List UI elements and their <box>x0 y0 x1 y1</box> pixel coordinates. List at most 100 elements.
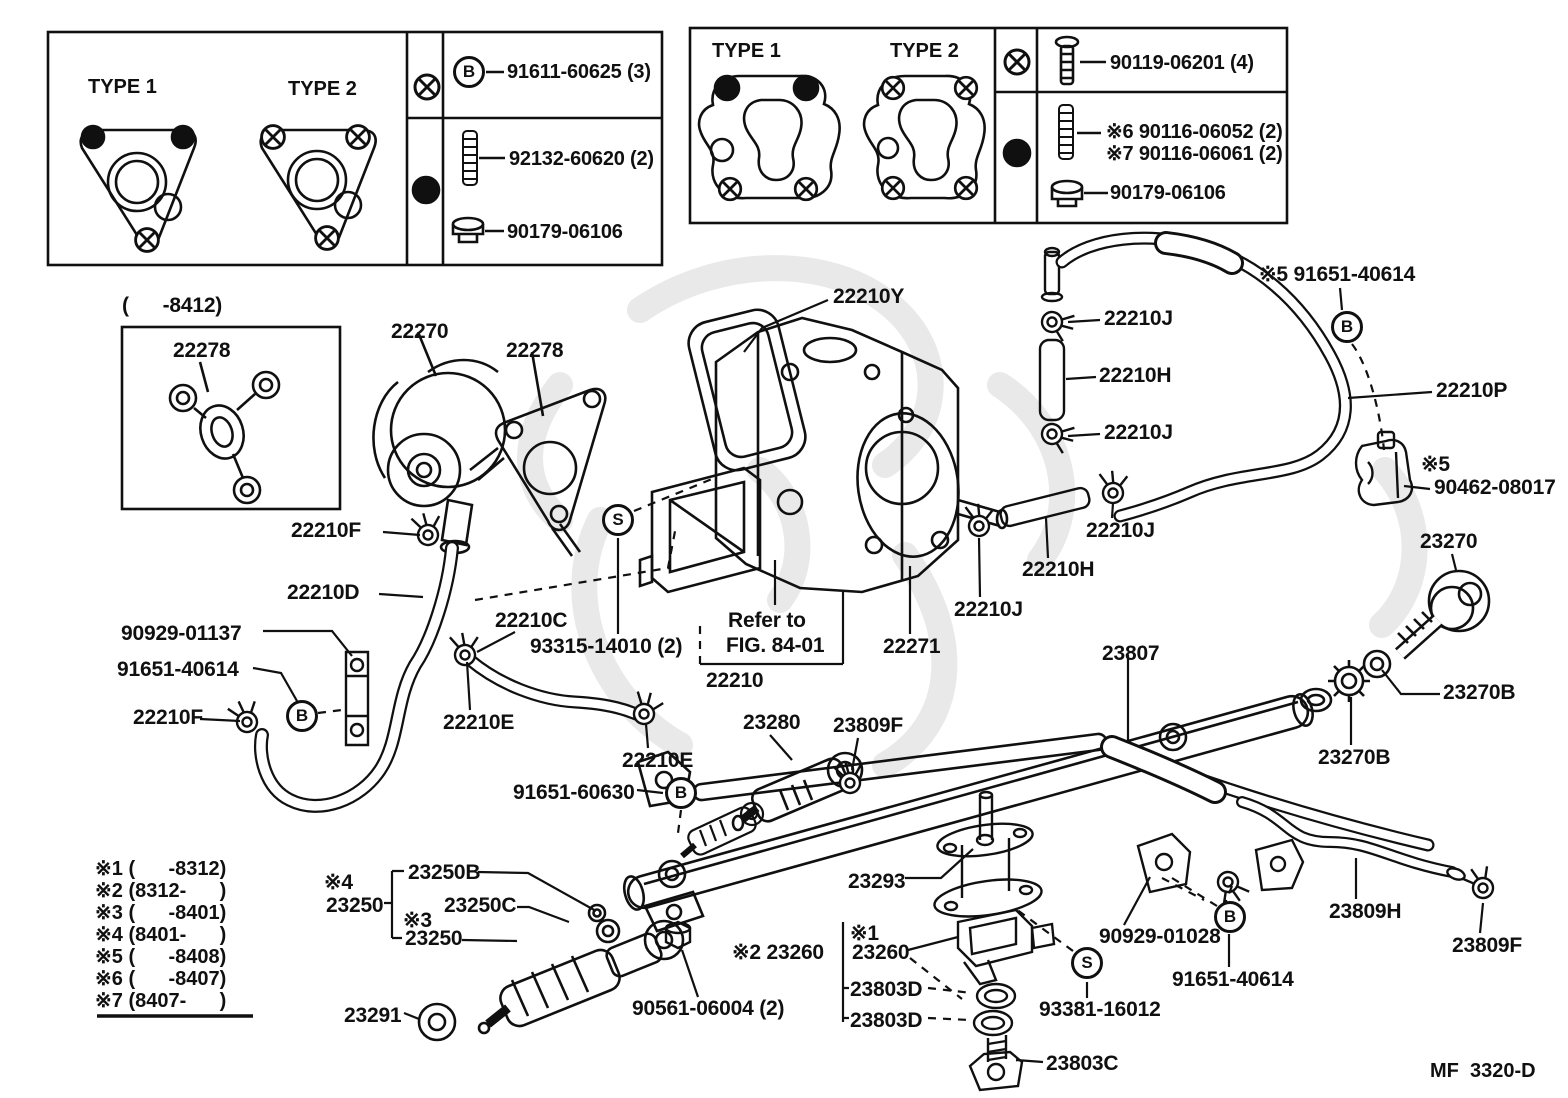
part-number-90116-06061: ※7 90116-06061 (2) <box>1106 143 1283 165</box>
part-label-22210h-mid: 22210H <box>1022 558 1095 581</box>
legend-item-4: ※4 (8401- ) <box>95 924 227 946</box>
hose-22210d-drawing <box>253 541 459 813</box>
part-label-91651-40614-left: 91651-40614 <box>117 658 239 681</box>
figure-code: MF 3320-D <box>1430 1060 1536 1082</box>
part-label-91651-40614-right: 91651-40614 <box>1172 968 1294 991</box>
part-label-23803d-1: 23803D <box>850 978 923 1001</box>
part-number-90116-06052: ※6 90116-06052 (2) <box>1106 121 1283 143</box>
part-label-23270b-low: 23270B <box>1318 746 1391 769</box>
box-left-type1-label: TYPE 1 <box>88 76 157 98</box>
part-label-22210c: 22210C <box>495 609 568 632</box>
pressure-regulator-drawing <box>1299 569 1491 713</box>
part-label-22210p: 22210P <box>1436 379 1508 402</box>
part-label-93315-14010: 93315-14010 (2) <box>530 635 683 658</box>
circled-s-symbol: S <box>602 504 634 536</box>
part-label-inset-range: ( -8412) <box>122 294 223 317</box>
carburetor-drawing <box>638 298 1009 666</box>
part-label-22278: 22278 <box>506 339 564 362</box>
circled-b-symbol: B <box>453 56 485 88</box>
fuel-rail-drawing <box>622 693 1314 933</box>
part-label-note2-23260: ※2 23260 <box>732 941 824 964</box>
part-label-23270: 23270 <box>1420 530 1478 553</box>
part-label-90929-01028: 90929-01028 <box>1099 925 1221 948</box>
part-label-note3: ※3 <box>403 909 432 932</box>
part-label-22210j-tr1: 22210J <box>1104 307 1173 330</box>
hose-22210c-drawing <box>463 653 650 724</box>
part-label-23250-main: 23250 <box>326 894 384 917</box>
box-right-type2-label: TYPE 2 <box>890 40 959 62</box>
part-label-23260: 23260 <box>852 941 910 964</box>
return-pipe-drawing <box>1100 735 1435 852</box>
inset-box-8412 <box>120 325 342 511</box>
part-label-22271: 22271 <box>883 635 941 658</box>
legend-item-3: ※3 ( -8401) <box>95 902 227 924</box>
part-label-90462-08017: 90462-08017 <box>1434 476 1556 499</box>
box-right-type1-label: TYPE 1 <box>712 40 781 62</box>
part-label-22210j-mid-l: 22210J <box>954 598 1023 621</box>
rail-injector-drawing <box>680 801 765 859</box>
part-label-23809f-mid: 23809F <box>833 714 904 737</box>
union-valve-drawing <box>664 790 1056 1092</box>
circled-b-symbol: B <box>286 700 318 732</box>
circled-s-symbol: S <box>1071 947 1103 979</box>
box-left-type2-label: TYPE 2 <box>288 78 357 100</box>
hose-22210p-drawing <box>1055 231 1352 523</box>
clamp-90462-drawing <box>1354 430 1414 507</box>
part-label-22210f-top: 22210F <box>291 519 362 542</box>
part-label-22210e-left: 22210E <box>443 711 515 734</box>
part-label-22210y: 22210Y <box>833 285 905 308</box>
part-label-23293: 23293 <box>848 870 906 893</box>
injector-23250-drawing <box>417 903 685 1042</box>
part-number-92132-60620: 92132-60620 (2) <box>509 148 654 170</box>
part-label-90929-01137: 90929-01137 <box>121 622 242 645</box>
tube-22210h-top-drawing <box>1038 246 1066 422</box>
circled-b-symbol: B <box>1331 311 1363 343</box>
parts-box-left <box>46 30 664 267</box>
part-label-90561-06004: 90561-06004 (2) <box>632 997 785 1020</box>
tube-22210h-mid-drawing <box>999 486 1091 528</box>
part-number-90179-06106-right: 90179-06106 <box>1110 182 1226 204</box>
part-label-93381-16012: 93381-16012 <box>1039 998 1161 1021</box>
part-label-22210j-tr2: 22210J <box>1104 421 1173 444</box>
circled-b-symbol: B <box>1214 901 1246 933</box>
part-label-23803c: 23803C <box>1046 1052 1119 1075</box>
part-label-23270b-right: 23270B <box>1443 681 1516 704</box>
part-label-note5-clamp: ※5 <box>1421 453 1450 476</box>
part-label-23809h: 23809H <box>1329 900 1402 923</box>
hose-23809h-drawing <box>1236 796 1466 881</box>
part-label-22210h-tr: 22210H <box>1099 364 1172 387</box>
part-label-23291: 23291 <box>344 1004 402 1027</box>
part-label-22278-inset: 22278 <box>173 339 231 362</box>
part-label-note4: ※4 <box>324 871 353 894</box>
hose-bracket-drawing <box>344 650 370 747</box>
part-label-23250c: 23250C <box>444 894 517 917</box>
legend-item-6: ※6 ( -8407) <box>95 968 227 990</box>
legend-item-5: ※5 ( -8408) <box>95 946 227 968</box>
part-number-91611-60625: 91611-60625 (3) <box>507 61 651 83</box>
part-label-91651-60630: 91651-60630 <box>513 781 635 804</box>
part-label-23807: 23807 <box>1102 642 1160 665</box>
part-label-23250b: 23250B <box>408 861 481 884</box>
legend-item-2: ※2 (8312- ) <box>95 880 227 902</box>
part-label-refer-line2: FIG. 84-01 <box>726 634 825 657</box>
part-label-22210: 22210 <box>706 669 764 692</box>
part-number-90119-06201: 90119-06201 (4) <box>1110 52 1254 74</box>
part-label-22210d: 22210D <box>287 581 360 604</box>
parts-box-right <box>688 26 1289 225</box>
production-date-legend: ※1 ( -8312)※2 (8312- )※3 ( -8401)※4 (840… <box>95 858 226 1012</box>
part-label-23803d-2: 23803D <box>850 1009 923 1032</box>
part-label-22210e-right: 22210E <box>622 749 694 772</box>
part-label-22210f-bottom: 22210F <box>133 706 204 729</box>
part-label-22210j-mid-r: 22210J <box>1086 519 1155 542</box>
part-label-22270: 22270 <box>391 320 449 343</box>
part-label-23280: 23280 <box>743 711 801 734</box>
air-pump-drawing <box>372 331 607 557</box>
rail-bracket-drawing <box>1136 832 1305 894</box>
leader-lines <box>97 287 1485 1064</box>
part-label-23809f-low: 23809F <box>1452 934 1523 957</box>
part-label-refer-line1: Refer to <box>728 609 806 632</box>
part-label-note1: ※1 <box>850 922 879 945</box>
legend-item-1: ※1 ( -8312) <box>95 858 227 880</box>
